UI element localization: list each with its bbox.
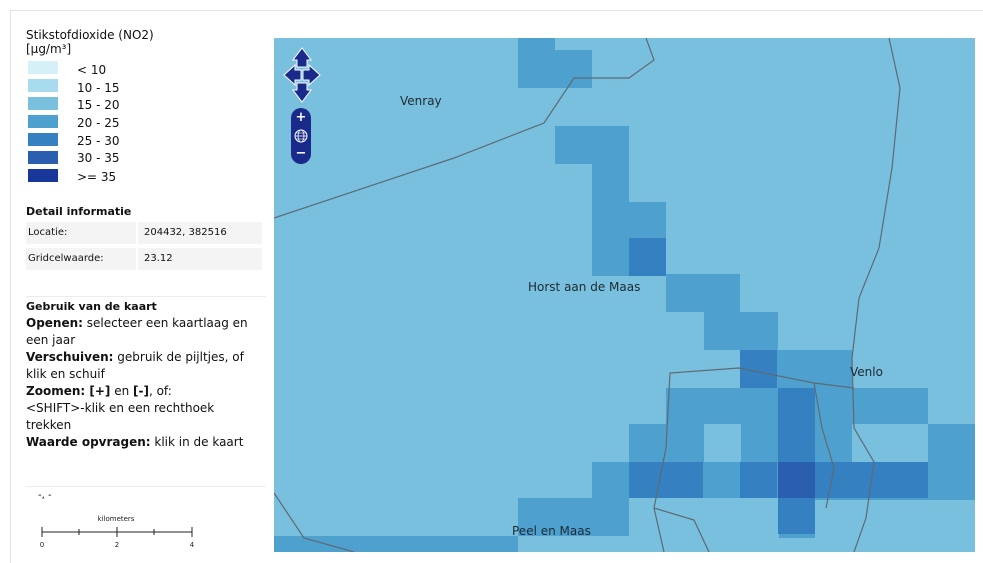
- detail-key: Gridcelwaarde:: [28, 253, 104, 264]
- legend-swatch: [28, 97, 58, 110]
- scale-tick-label: 4: [190, 541, 195, 549]
- grid-cell: [629, 462, 703, 498]
- legend-label: 25 - 30: [77, 134, 120, 148]
- grid-cell: [666, 274, 740, 312]
- border-line: [851, 38, 901, 552]
- usage-open-cont: een jaar: [26, 333, 76, 347]
- legend-title: Stikstofdioxide (NO2): [26, 28, 154, 42]
- pollution-grid: [274, 38, 975, 552]
- grid-cell: [704, 312, 778, 350]
- legend-swatch: [28, 79, 58, 92]
- detail-key: Locatie:: [28, 227, 68, 238]
- grid-cell: [778, 498, 815, 534]
- coords-divider: [26, 486, 266, 487]
- border-line: [813, 382, 855, 389]
- grid-cell: [629, 238, 666, 276]
- usage-open-key: Openen:: [26, 316, 83, 330]
- pan-left-button[interactable]: [283, 63, 302, 87]
- legend-swatch: [28, 169, 58, 182]
- grid-cell: [740, 462, 777, 498]
- grid-cell: [518, 498, 630, 536]
- usage-zoom-cont2: trekken: [26, 418, 72, 432]
- detail-title: Detail informatie: [26, 205, 132, 218]
- zoom-in-button[interactable]: +: [295, 110, 307, 125]
- zoom-control: + −: [291, 108, 311, 164]
- scale-unit: kilometers: [98, 515, 135, 523]
- globe-icon[interactable]: [294, 129, 308, 143]
- zoom-out-button[interactable]: −: [295, 146, 307, 161]
- legend-unit: [µg/m³]: [26, 42, 72, 56]
- grid-cell: [629, 498, 779, 552]
- place-label-horst: Horst aan de Maas: [528, 280, 641, 294]
- usage-title: Gebruik van de kaart: [26, 300, 157, 313]
- usage-zoom-mid: en: [110, 384, 133, 398]
- scale-tick-label: 0: [40, 541, 44, 549]
- municipality-borders: [274, 38, 901, 552]
- legend-label: 20 - 25: [77, 116, 120, 130]
- usage-zoom-key: Zoomen: [+]: [26, 384, 111, 398]
- legend-label: < 10: [77, 63, 107, 77]
- grid-cell: [555, 126, 629, 164]
- border-line: [653, 507, 710, 552]
- place-label-peel-en-maas: Peel en Maas: [512, 524, 591, 538]
- usage-divider: [26, 296, 266, 297]
- pan-up-button[interactable]: [292, 47, 312, 68]
- legend-swatch: [28, 61, 58, 74]
- pan-right-button[interactable]: [302, 63, 321, 87]
- place-label-venlo: Venlo: [850, 365, 883, 379]
- grid-cell: [778, 388, 815, 462]
- usage-zoom-key2: [-]: [133, 384, 149, 398]
- detail-value: 204432, 382516: [144, 227, 227, 238]
- detail-row-location: Locatie: 204432, 382516: [26, 222, 262, 244]
- usage-value-key: Waarde opvragen:: [26, 435, 151, 449]
- detail-row-gridcell: Gridcelwaarde: 23.12: [26, 248, 262, 270]
- grid-cell: [704, 424, 741, 462]
- scale-tick-label: 2: [115, 541, 119, 549]
- legend-label: 30 - 35: [77, 151, 120, 165]
- usage-zoom-cont: <SHIFT>-klik en een rechthoek: [26, 401, 215, 415]
- usage-move-cont: klik en schuif: [26, 367, 105, 381]
- legend-label: 15 - 20: [77, 98, 120, 112]
- detail-separator: [136, 222, 138, 244]
- top-divider: [10, 10, 983, 11]
- pan-down-button[interactable]: [292, 82, 312, 103]
- usage-zoom-text: , of:: [148, 384, 172, 398]
- border-line: [274, 38, 655, 219]
- usage-zoom: Zoomen: [+] en [-], of:: [26, 383, 172, 400]
- usage-value: Waarde opvragen: klik in de kaart: [26, 434, 243, 451]
- grid-cell: [778, 462, 815, 498]
- usage-value-text: klik in de kaart: [150, 435, 244, 449]
- grid-cell: [852, 424, 928, 462]
- scale-bar: kilometers 0 2 4: [40, 515, 195, 549]
- left-divider: [10, 10, 11, 563]
- usage-move-text: gebruik de pijltjes, of: [113, 350, 244, 364]
- pan-control: [283, 47, 321, 103]
- detail-separator: [136, 248, 138, 270]
- usage-move: Verschuiven: gebruik de pijltjes, of: [26, 349, 244, 366]
- detail-value: 23.12: [144, 253, 173, 264]
- grid-cell: [274, 536, 518, 552]
- cursor-coordinates: -, -: [38, 490, 52, 501]
- legend-label: >= 35: [77, 170, 117, 184]
- usage-open-text: selecteer een kaartlaag en: [82, 316, 248, 330]
- legend-label: 10 - 15: [77, 81, 120, 95]
- legend-swatch: [28, 115, 58, 128]
- sidebar: Stikstofdioxide (NO2) [µg/m³] < 10 10 - …: [0, 0, 270, 563]
- legend-swatch: [28, 133, 58, 146]
- border-line: [274, 492, 355, 552]
- usage-move-key: Verschuiven:: [26, 350, 114, 364]
- legend-swatch: [28, 151, 58, 164]
- border-line: [653, 367, 835, 552]
- usage-open: Openen: selecteer een kaartlaag en: [26, 315, 248, 332]
- map-viewport[interactable]: Venray Horst aan de Maas Venlo Peel en M…: [274, 38, 975, 552]
- place-label-venray: Venray: [400, 94, 442, 108]
- grid-cell: [518, 50, 592, 88]
